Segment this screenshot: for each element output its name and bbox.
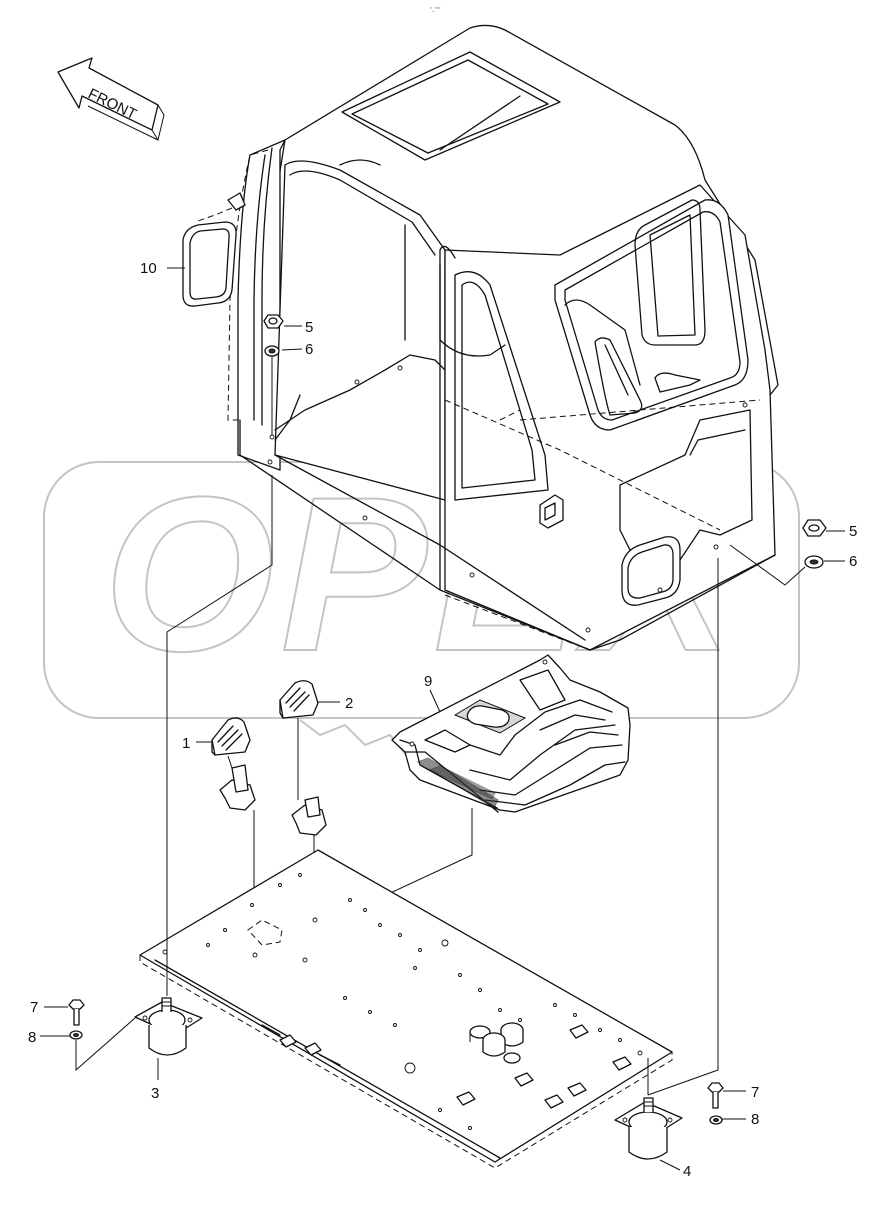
- floor-plate: [139, 849, 673, 1169]
- pedal-2: [279, 680, 327, 836]
- floor-mat: [391, 654, 631, 813]
- cab-shell: [227, 24, 779, 651]
- callout-5: 5: [305, 319, 313, 336]
- callout-8: 8: [28, 1029, 36, 1046]
- callout-4: 4: [683, 1163, 691, 1180]
- pedal-1: [211, 717, 256, 811]
- mount-3: [134, 997, 203, 1056]
- washer-bolt-right: [709, 1115, 723, 1125]
- callout-6: 6: [849, 553, 857, 570]
- callout-5: 5: [849, 523, 857, 540]
- callout-3: 3: [151, 1085, 159, 1102]
- callout-8: 8: [751, 1111, 759, 1128]
- callout-6: 6: [305, 341, 313, 358]
- callout-labels: 10 5 6 5 6 1 2 9 7 8 3 4 7 8: [28, 260, 857, 1180]
- bolt-right: [707, 1082, 724, 1109]
- mount-4: [614, 1097, 683, 1160]
- nut-left: [263, 314, 284, 329]
- callout-10: 10: [140, 260, 157, 277]
- callout-9: 9: [424, 673, 432, 690]
- callout-1: 1: [182, 735, 190, 752]
- washer-right: [804, 555, 824, 569]
- drawing-code: *_***: [430, 7, 441, 13]
- bolt-left: [68, 999, 85, 1026]
- nut-right: [802, 519, 827, 537]
- washer-left: [264, 345, 280, 357]
- callout-2: 2: [345, 695, 353, 712]
- callout-7: 7: [30, 999, 38, 1016]
- leader-lines: [40, 267, 845, 1171]
- callout-7: 7: [751, 1084, 759, 1101]
- mirror: [182, 192, 246, 307]
- front-arrow: FRONT: [57, 57, 165, 142]
- washer-bolt-left: [69, 1030, 83, 1040]
